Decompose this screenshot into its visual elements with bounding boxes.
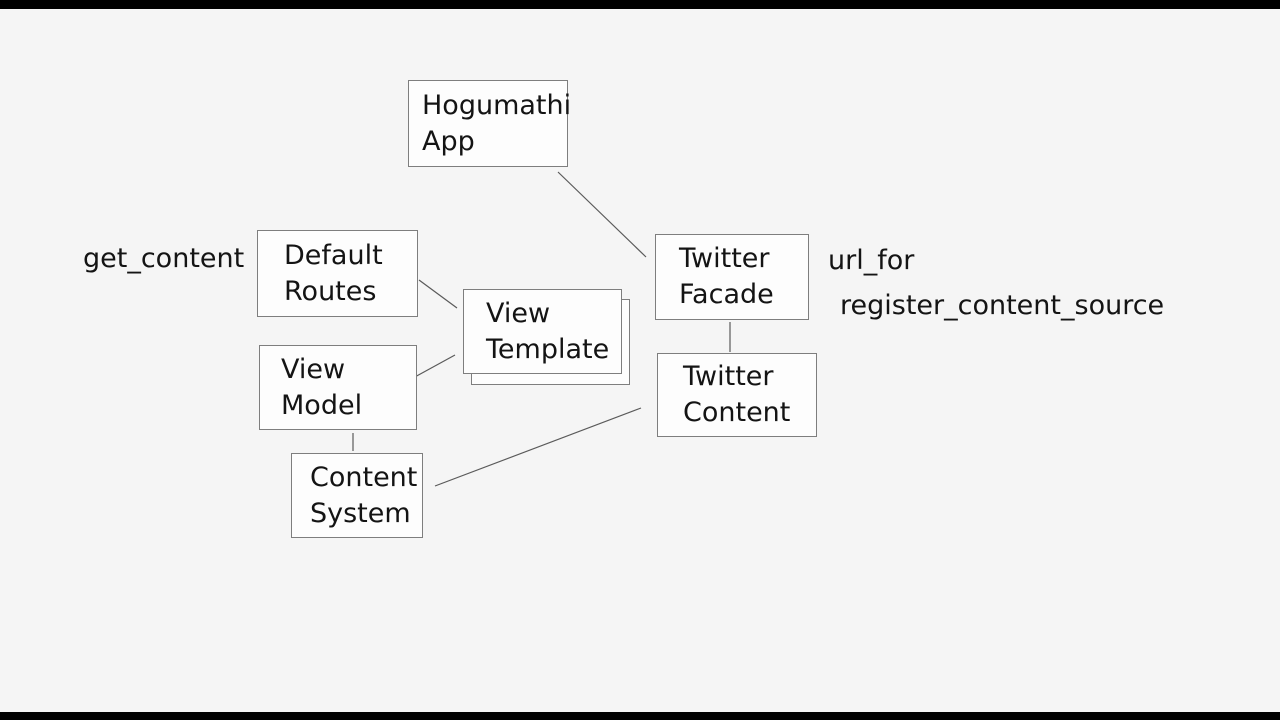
edge-default-routes-to-view-template <box>418 279 458 309</box>
node-twitter-content: Twitter Content <box>657 353 817 437</box>
letterbox-top-bar <box>0 0 1280 9</box>
node-view-model: View Model <box>259 345 417 430</box>
node-label-line: Routes <box>284 275 377 307</box>
node-hogumathi-app: Hogumathi App <box>408 80 572 167</box>
letterbox-bottom-bar <box>0 712 1280 720</box>
node-view-template: View Template <box>463 289 622 374</box>
node-label-line: Hogumathi <box>422 89 572 121</box>
node-label-line: Content <box>683 397 791 428</box>
label-url-for: url_for <box>828 245 915 276</box>
node-default-routes: Default Routes <box>257 230 418 317</box>
node-label-line: Twitter <box>683 361 774 392</box>
node-label-line: Content <box>310 461 418 493</box>
edge-content-system-to-twitter-content <box>434 407 642 487</box>
edge-view-model-to-view-template <box>412 354 456 379</box>
node-label-line: Template <box>486 333 610 365</box>
node-label-line: Default <box>284 239 383 271</box>
node-content-system: Content System <box>291 453 423 538</box>
label-get-content: get_content <box>83 243 245 274</box>
edge-hogumathi-app-to-twitter-facade <box>557 171 647 258</box>
label-register-content-source: register_content_source <box>840 290 1165 321</box>
node-label-line: System <box>310 497 411 529</box>
node-label-line: Twitter <box>679 243 770 274</box>
node-twitter-facade: Twitter Facade <box>655 234 809 320</box>
node-label-line: Facade <box>679 279 774 310</box>
node-label-line: View <box>281 353 346 385</box>
node-label-line: View <box>486 297 551 329</box>
node-label-line: Model <box>281 389 363 421</box>
node-label-line: App <box>422 125 475 157</box>
